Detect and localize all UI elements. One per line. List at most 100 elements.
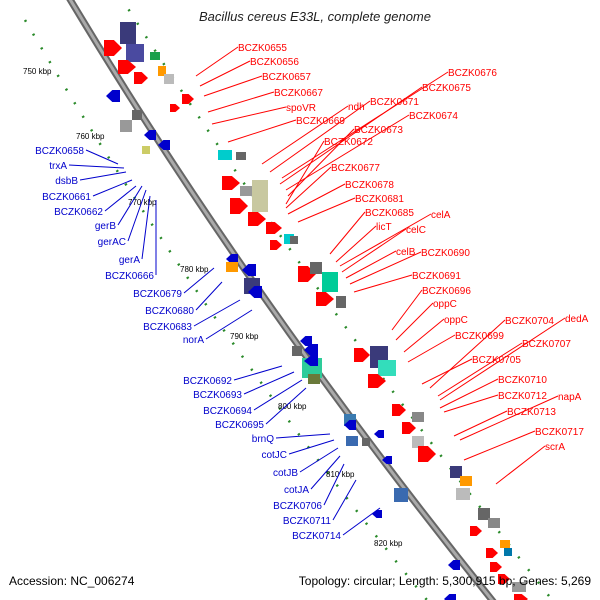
reverse-gene-label: BCZK0692 xyxy=(183,376,232,387)
leader-line xyxy=(207,91,275,113)
gene-feature-block xyxy=(142,146,150,154)
leader-line xyxy=(92,179,133,197)
leader-line xyxy=(299,447,339,473)
forward-gene-label: oppC xyxy=(444,315,468,326)
gene-feature-block xyxy=(120,120,132,132)
gene-feature-block xyxy=(488,518,500,528)
reverse-gene-label: BCZK0694 xyxy=(203,406,252,417)
forward-gene-label: BCZK0699 xyxy=(455,331,504,342)
leader-line xyxy=(329,211,366,255)
gene-feature-block xyxy=(236,152,246,160)
forward-gene-arrow xyxy=(222,176,240,190)
gene-feature-block xyxy=(362,438,370,446)
reverse-gene-arrow xyxy=(344,420,356,430)
forward-gene-label: BCZK0690 xyxy=(421,248,470,259)
forward-gene-arrow xyxy=(402,422,416,434)
leader-line xyxy=(287,183,346,215)
gene-feature-block xyxy=(500,540,510,548)
reverse-gene-arrow xyxy=(106,90,120,102)
forward-gene-label: BCZK0691 xyxy=(412,271,461,282)
leader-line xyxy=(407,334,456,363)
leader-line xyxy=(127,189,147,242)
gene-feature-block xyxy=(252,180,268,212)
gene-feature-block xyxy=(164,74,174,84)
forward-gene-label: BCZK0705 xyxy=(472,355,521,366)
leader-line xyxy=(439,317,566,401)
reverse-gene-label: BCZK0683 xyxy=(143,322,192,333)
forward-gene-label: BCZK0674 xyxy=(409,111,458,122)
reverse-gene-label: BCZK0711 xyxy=(283,516,332,527)
leader-line xyxy=(287,128,355,197)
leader-line xyxy=(421,358,473,385)
reverse-gene-arrow xyxy=(226,254,238,264)
feature-layer xyxy=(104,22,528,600)
gene-feature-block xyxy=(240,186,254,196)
leader-line xyxy=(395,302,434,341)
leader-line xyxy=(141,195,151,260)
reverse-gene-label: BCZK0662 xyxy=(54,207,103,218)
forward-gene-arrow xyxy=(498,574,510,584)
forward-gene-label: celB xyxy=(396,247,416,258)
forward-gene-arrow xyxy=(248,212,266,226)
forward-gene-label: napA xyxy=(558,392,582,403)
gene-feature-block xyxy=(412,436,424,448)
leader-line xyxy=(332,479,357,521)
leader-line xyxy=(453,410,508,437)
forward-gene-label: BCZK0669 xyxy=(296,116,345,127)
leader-line xyxy=(341,228,407,273)
forward-gene-arrow xyxy=(368,374,386,388)
reverse-gene-label: BCZK0693 xyxy=(193,390,242,401)
scale-tick-label: 810 kbp xyxy=(326,470,355,479)
leader-line xyxy=(335,225,377,263)
reverse-gene-label: BCZK0658 xyxy=(35,146,84,157)
leader-line-layer xyxy=(68,46,566,536)
gene-feature-block xyxy=(150,52,160,60)
forward-gene-arrow xyxy=(266,222,282,234)
leader-line xyxy=(279,86,423,185)
gene-feature-block xyxy=(478,508,490,520)
forward-gene-label: BCZK0717 xyxy=(535,427,584,438)
gene-feature-block xyxy=(456,488,470,500)
leader-line xyxy=(285,166,332,209)
leader-line xyxy=(195,281,223,311)
reverse-gene-label: trxA xyxy=(49,161,67,172)
reverse-gene-arrow xyxy=(444,594,456,600)
reverse-gene-arrow xyxy=(374,430,384,438)
forward-gene-arrow xyxy=(316,292,334,306)
forward-gene-label: BCZK0713 xyxy=(507,407,556,418)
leader-line xyxy=(391,289,423,331)
tick-guide-1 xyxy=(23,19,429,600)
reverse-gene-label: BCZK0666 xyxy=(105,271,154,282)
forward-gene-label: BCZK0672 xyxy=(324,137,373,148)
leader-line xyxy=(342,507,381,536)
leader-line xyxy=(205,309,253,340)
forward-gene-arrow xyxy=(418,446,436,462)
leader-line xyxy=(297,197,356,223)
forward-gene-label: BCZK0656 xyxy=(250,57,299,68)
forward-gene-arrow xyxy=(470,526,482,536)
leader-line xyxy=(269,100,371,173)
forward-gene-label: BCZK0696 xyxy=(422,286,471,297)
reverse-gene-arrow xyxy=(144,130,156,140)
reverse-gene-arrow xyxy=(448,560,460,570)
genome-backbone-highlight xyxy=(68,0,494,600)
forward-gene-arrow xyxy=(118,60,136,74)
forward-gene-label: dedA xyxy=(565,314,589,325)
forward-gene-label: oppC xyxy=(433,299,457,310)
leader-line xyxy=(117,185,143,226)
leader-line xyxy=(439,378,499,409)
accession-text: Accession: NC_006274 xyxy=(9,574,135,588)
forward-gene-label: ndh xyxy=(348,102,365,113)
reverse-gene-arrow xyxy=(248,286,262,298)
forward-gene-arrow xyxy=(104,40,122,56)
forward-gene-label: BCZK0657 xyxy=(262,72,311,83)
leader-line xyxy=(193,299,241,327)
forward-gene-label: BCZK0707 xyxy=(522,339,571,350)
gene-feature-block xyxy=(218,150,232,160)
gene-feature-block xyxy=(308,374,320,384)
reverse-gene-label: cotJA xyxy=(284,485,309,496)
forward-gene-label: BCZK0704 xyxy=(505,316,554,327)
leader-line xyxy=(227,119,297,143)
reverse-gene-arrow xyxy=(300,336,312,346)
